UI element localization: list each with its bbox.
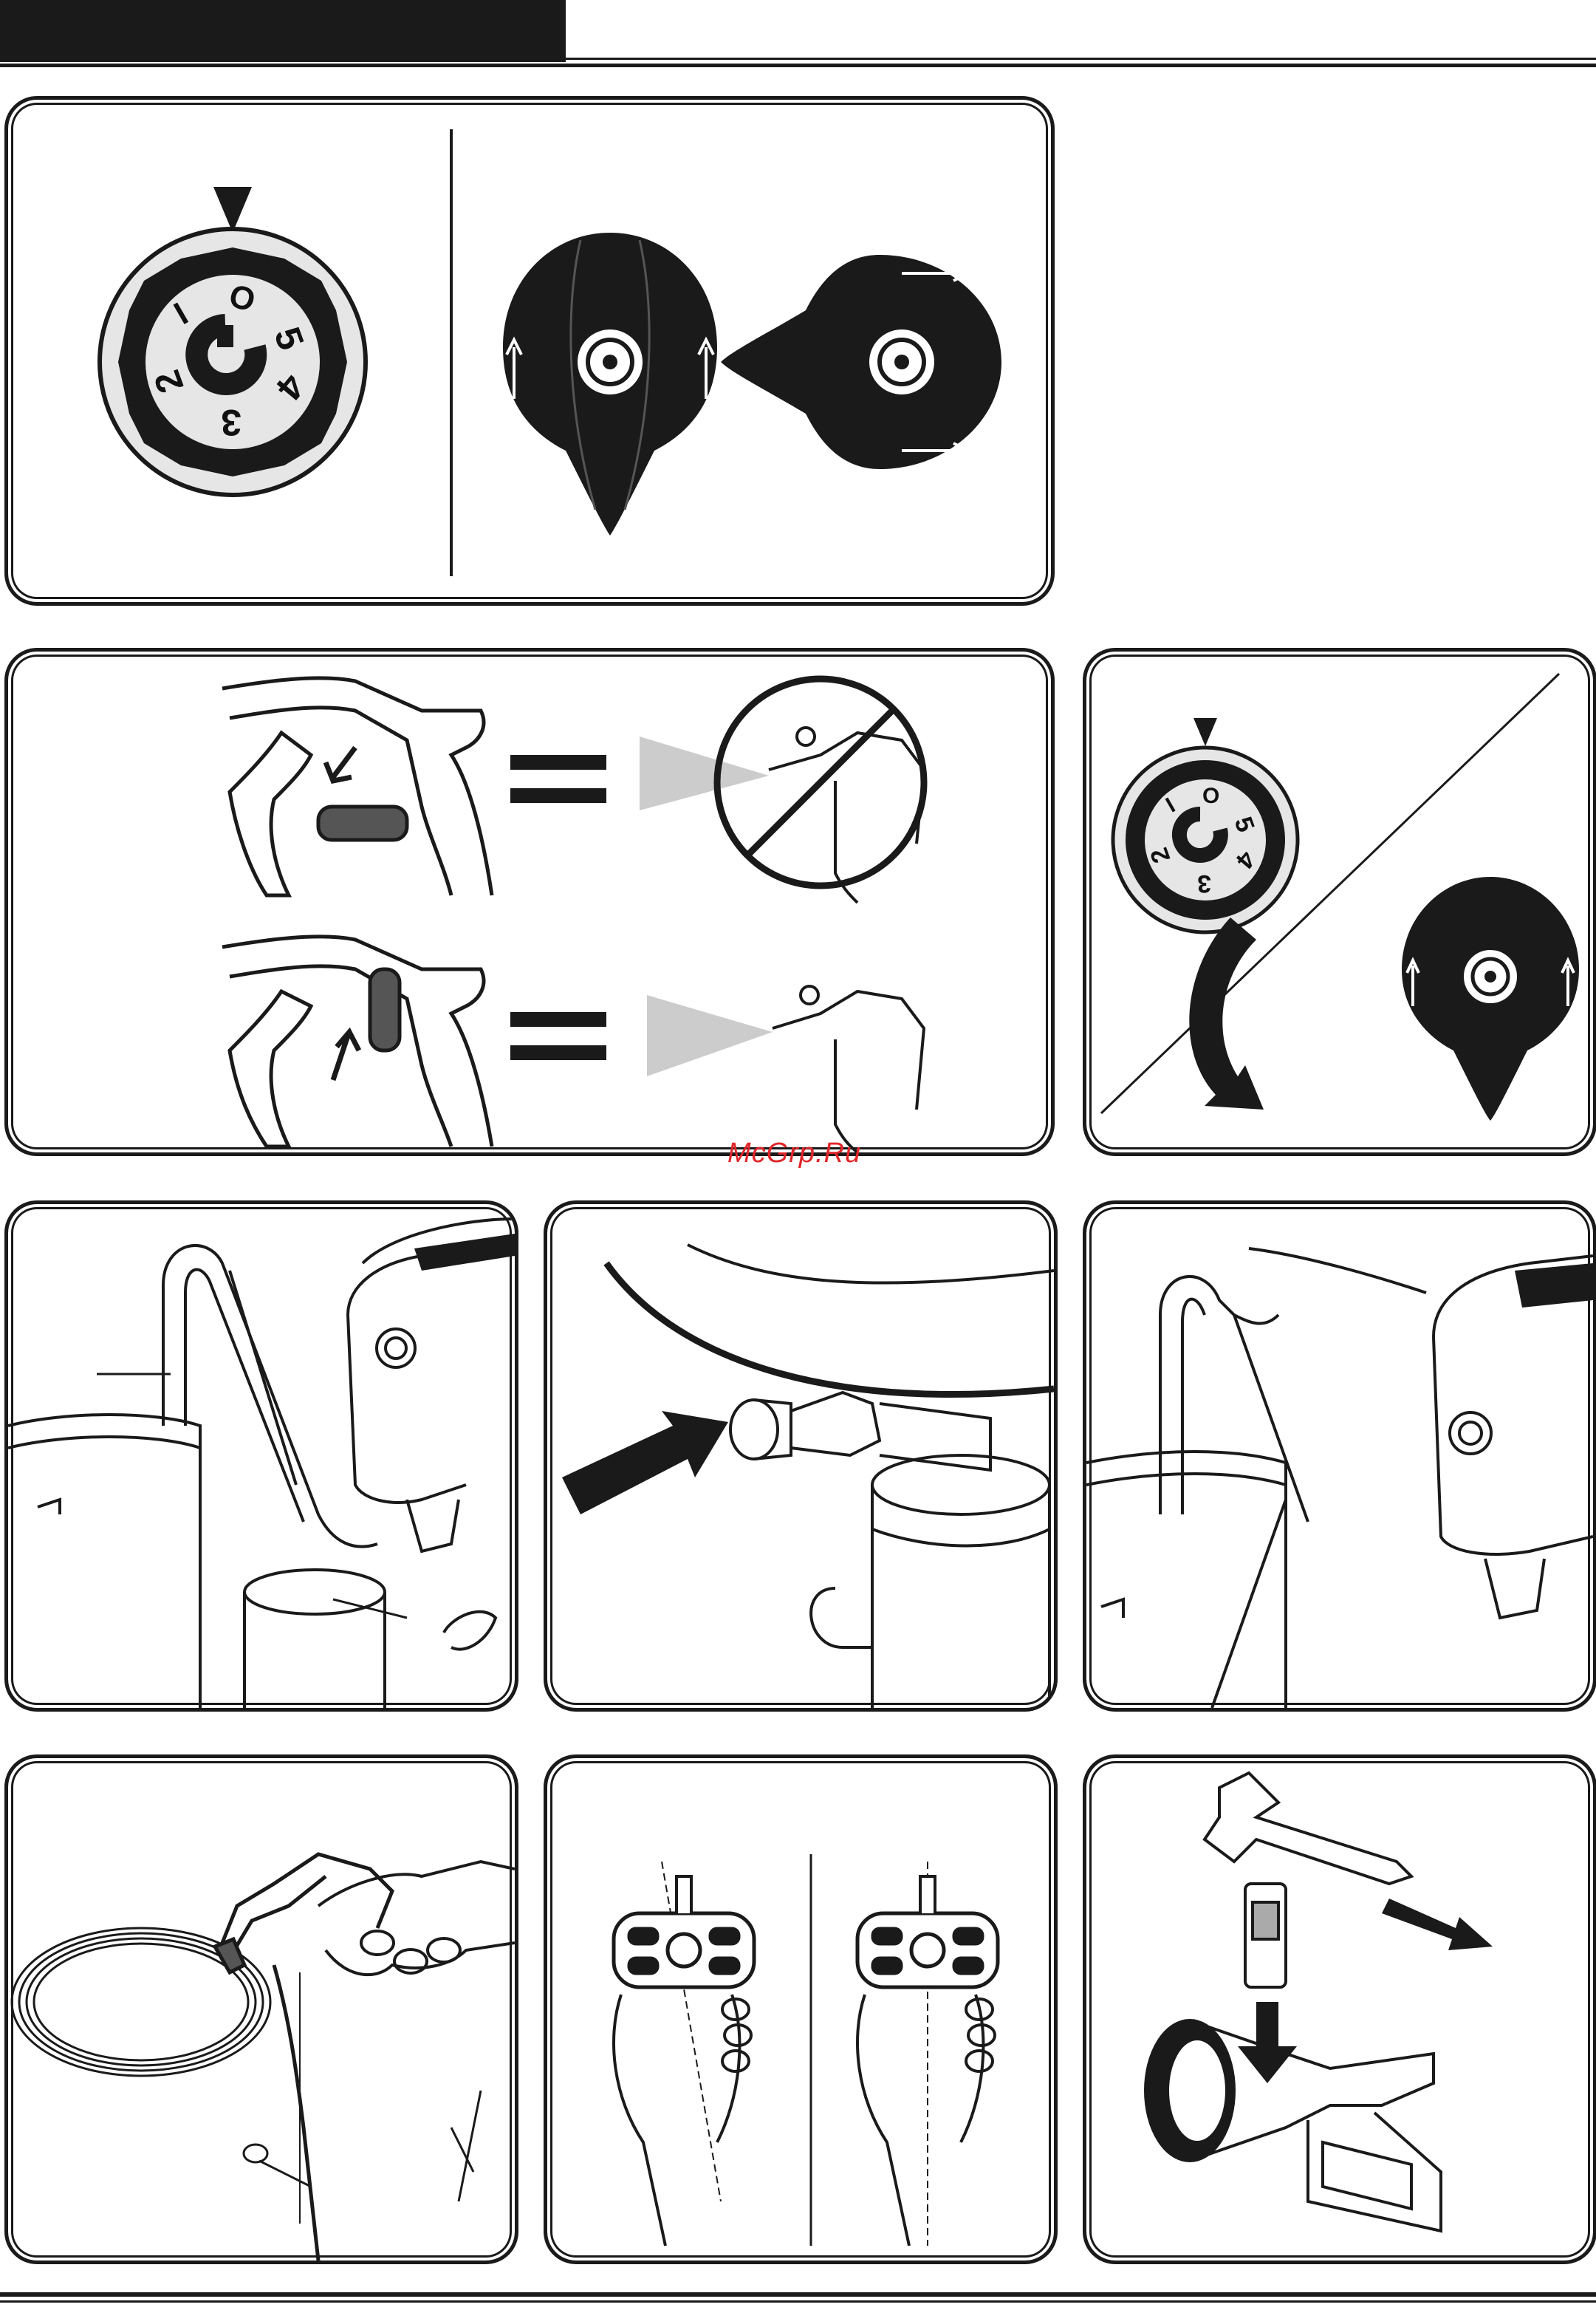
arrow-icon [1189,917,1264,1110]
watermark-text: McGrp.Ru [727,1138,861,1169]
prime-valve-small-icon [1402,877,1579,1121]
arrow-icon-down [1238,2002,1297,2083]
panel-tip-guard-align [544,1754,1058,2264]
filter-icon [244,2145,311,2187]
footer-rule-thin [0,2300,1596,2303]
spray-cone-icon-2 [647,995,773,1076]
dial-small-label-3: 3 [1197,869,1211,898]
prohibited-icon [717,679,924,886]
tip-guard-assembly-icon [1145,2020,1441,2231]
paint-pail-icon [244,1570,407,1708]
hand-icon [318,1862,515,1975]
pressure-dial-small-icon: O I 2 3 4 5 [1113,748,1298,932]
pump-body-icon [811,1455,1049,1708]
dial-pointer-icon-small [1193,718,1217,746]
panel-trigger-lock [4,648,1055,1156]
tip-guard-icon [614,1876,754,1987]
bucket-icon [8,1415,200,1708]
header-rule [0,64,1596,67]
arrow-icon [562,1411,728,1514]
dial-pointer-icon [213,187,252,233]
spray-gun-icon-2 [773,986,924,1152]
panel-dial-turn: O I 2 3 4 5 [1083,648,1596,1156]
panel-inlet-filter [544,1200,1058,1712]
trigger-lock-engaged-icon [222,678,492,895]
header-rule-thin [566,58,1596,60]
hand-icon-3 [857,1995,995,2246]
panel-spray-tip [1083,1754,1596,2264]
spray-tip-icon [1205,1773,1411,1987]
header-bar [0,0,566,62]
sprayer-unit-icon [348,1219,515,1650]
hose-icon [163,1245,377,1547]
prime-valve-icon [503,233,717,536]
dial-small-label-off: O [1202,784,1219,808]
equals-icon [510,755,606,803]
hand-icon-2 [614,1995,751,2246]
spray-cone-icon [640,737,769,810]
panel-suction-tube [4,1200,518,1712]
panel-pressure-prime: O I 2 3 4 5 [4,96,1055,606]
equals-icon-2 [510,1012,606,1060]
panel-return-tube [1083,1200,1596,1712]
arrow-icon-right [1382,1899,1493,1950]
footer-rule [0,2292,1596,2297]
tip-guard-icon-2 [857,1876,998,1987]
dial-label-3: 3 [221,402,242,443]
pressure-dial-icon: O I 2 3 4 5 [100,229,366,495]
panel-gun-coil [4,1754,518,2264]
spray-gun-icon-3 [215,1854,392,2261]
inlet-filter-icon [730,1393,990,1470]
trigger-lock-released-icon [222,937,492,1147]
prime-valve-rotated-icon [721,255,1001,469]
